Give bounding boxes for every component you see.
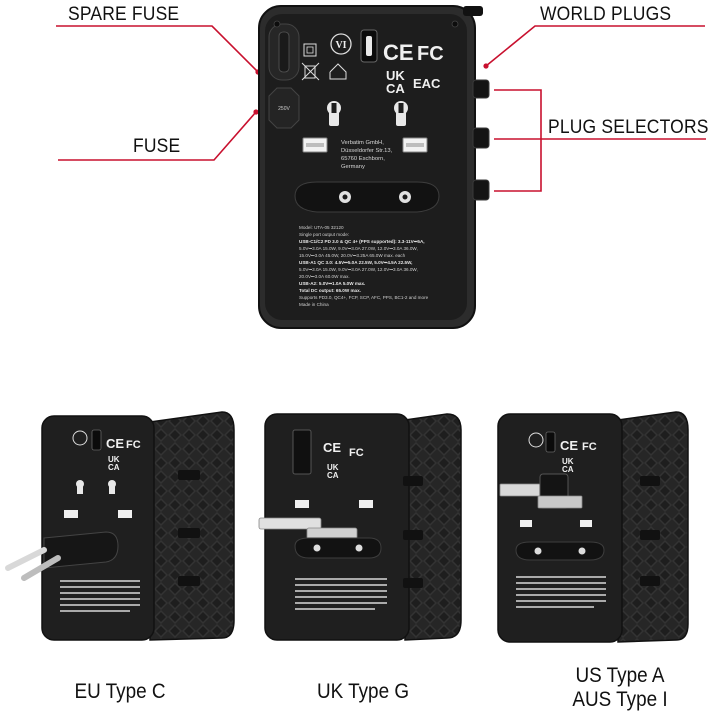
spec-line-1: Model: UTA-05 32120	[299, 225, 344, 230]
svg-text:UK: UK	[327, 463, 339, 472]
fuse-holder: 250V	[268, 87, 300, 129]
caption-eu-line-1: EU Type C	[74, 680, 166, 703]
spec-line-11: Supports PD3.0, QC4+, FCP, SCP, AFC, PPS…	[299, 295, 429, 300]
manufacturer-line-4: Germany	[341, 164, 365, 170]
weee-bin-icon	[301, 62, 320, 81]
world-plugs-label: WORLD PLUGS	[540, 4, 672, 25]
manufacturer-line-2: Düsseldorfer Str.13,	[341, 148, 393, 154]
spec-line-6: USB-A1 QC 3.0: 4.5V⎓5.0A 22.5W, 5.0V⎓4.5…	[299, 260, 412, 265]
svg-text:CE: CE	[106, 436, 124, 451]
svg-text:FC: FC	[582, 441, 597, 453]
fuse-dot	[253, 109, 259, 115]
svg-text:CE: CE	[560, 438, 578, 453]
plug-selector-tabs	[472, 79, 490, 201]
uk-plug-side-prong-2	[306, 527, 358, 540]
svg-text:UK: UK	[108, 455, 120, 464]
svg-text:CA: CA	[562, 465, 574, 474]
ukca-mark-top: UK	[386, 68, 405, 83]
spec-line-9: USB-A2: 5.0V⎓1.0A 5.0W max.	[299, 281, 365, 286]
world-plugs-dot	[483, 63, 489, 69]
spec-line-8: 20.0V⎓3.0A 60.0W max.	[299, 274, 350, 279]
svg-text:CA: CA	[108, 463, 120, 472]
caption-us-line-1: US Type A	[575, 664, 665, 687]
plug-selectors-label: PLUG SELECTORS	[548, 117, 709, 138]
svg-text:VI: VI	[335, 40, 346, 51]
world-plugs-leader	[485, 25, 705, 67]
fuse-label: FUSE	[133, 136, 181, 157]
uk-body-side	[404, 413, 462, 641]
svg-text:CE: CE	[323, 440, 341, 455]
manufacturer-line-1: Verbatim GmbH,	[341, 140, 384, 146]
ukca-mark-bottom: CA	[386, 81, 405, 96]
spec-line-5: 15.0V⎓3.0A 45.0W, 20.0V⎓3.25A 65.0W max.…	[299, 253, 406, 258]
spec-line-3: USB-C1/C2 PD 3.0 & QC 4+ (PPS supported)…	[299, 239, 425, 244]
fuse-cover-text: 250V	[278, 106, 290, 112]
socket-right	[394, 101, 408, 126]
fc-mark: FC	[417, 43, 444, 65]
spec-line-7: 5.0V⎓3.0A 15.0W, 9.0V⎓3.0A 27.0W, 12.0V⎓…	[299, 267, 418, 272]
ce-mark: CE	[383, 40, 414, 65]
caption-us-line-2: AUS Type I	[572, 688, 668, 711]
us-body-face	[497, 413, 623, 643]
double-insulation-icon	[303, 43, 317, 57]
device-face	[265, 14, 467, 320]
variant-eu-device: CE FC UK CA	[5, 411, 235, 641]
spare-fuse-leader	[56, 25, 259, 73]
eu-plug-pin-2	[21, 555, 61, 581]
eu-body-face	[41, 415, 155, 641]
svg-text:CA: CA	[327, 471, 339, 480]
spec-line-10: Total DC output: 65.0W max.	[299, 288, 361, 293]
eu-plug-body	[43, 531, 119, 569]
svg-text:FC: FC	[349, 447, 364, 459]
eu-plug-pin-1	[5, 547, 47, 571]
eac-mark: EAC	[413, 76, 441, 91]
uk-plug-side-prong-1	[258, 517, 322, 530]
plug-selector-top	[472, 79, 490, 99]
manufacturer-line-3: 65760 Eschborn,	[341, 156, 385, 162]
uk-plug-top-prong	[292, 429, 312, 475]
caption-us-aus: US Type A AUS Type I	[548, 664, 692, 712]
plug-selector-bracket	[494, 89, 542, 192]
plug-selector-middle-tab	[472, 127, 490, 149]
fuse-leader	[58, 111, 257, 161]
us-body-side	[617, 411, 689, 643]
spare-fuse-holder	[268, 23, 300, 81]
eu-body-side	[149, 411, 235, 641]
spare-fuse-label: SPARE FUSE	[68, 4, 180, 25]
caption-uk-line-1: UK Type G	[316, 680, 410, 703]
variant-us-aus-device: CE FC UK CA	[497, 411, 689, 643]
svg-text:UK: UK	[562, 457, 574, 466]
spec-text-block: Model: UTA-05 32120 Single port output m…	[299, 225, 429, 307]
world-plug-prong-slot	[463, 6, 483, 16]
socket-left	[327, 101, 341, 126]
eu-outlet-recess	[294, 181, 440, 213]
variant-uk-device: CE FC UK CA	[258, 413, 462, 641]
caption-eu-type-c: EU Type C	[48, 680, 192, 704]
caption-uk-type-g: UK Type G	[291, 680, 435, 704]
svg-text:FC: FC	[126, 439, 141, 451]
spec-line-4: 5.0V⎓3.0A 15.0W, 9.0V⎓3.0A 27.0W, 12.0V⎓…	[299, 246, 418, 251]
verbatim-logo	[330, 33, 352, 55]
plug-selector-bottom	[472, 179, 490, 201]
spec-line-12: Made in China	[299, 302, 329, 307]
main-device: 250V VI CE FC UK CA EAC	[258, 5, 490, 329]
indoor-use-icon	[329, 63, 347, 80]
spec-line-2: Single port output mode:	[299, 232, 349, 237]
us-plug-blades	[499, 473, 583, 509]
